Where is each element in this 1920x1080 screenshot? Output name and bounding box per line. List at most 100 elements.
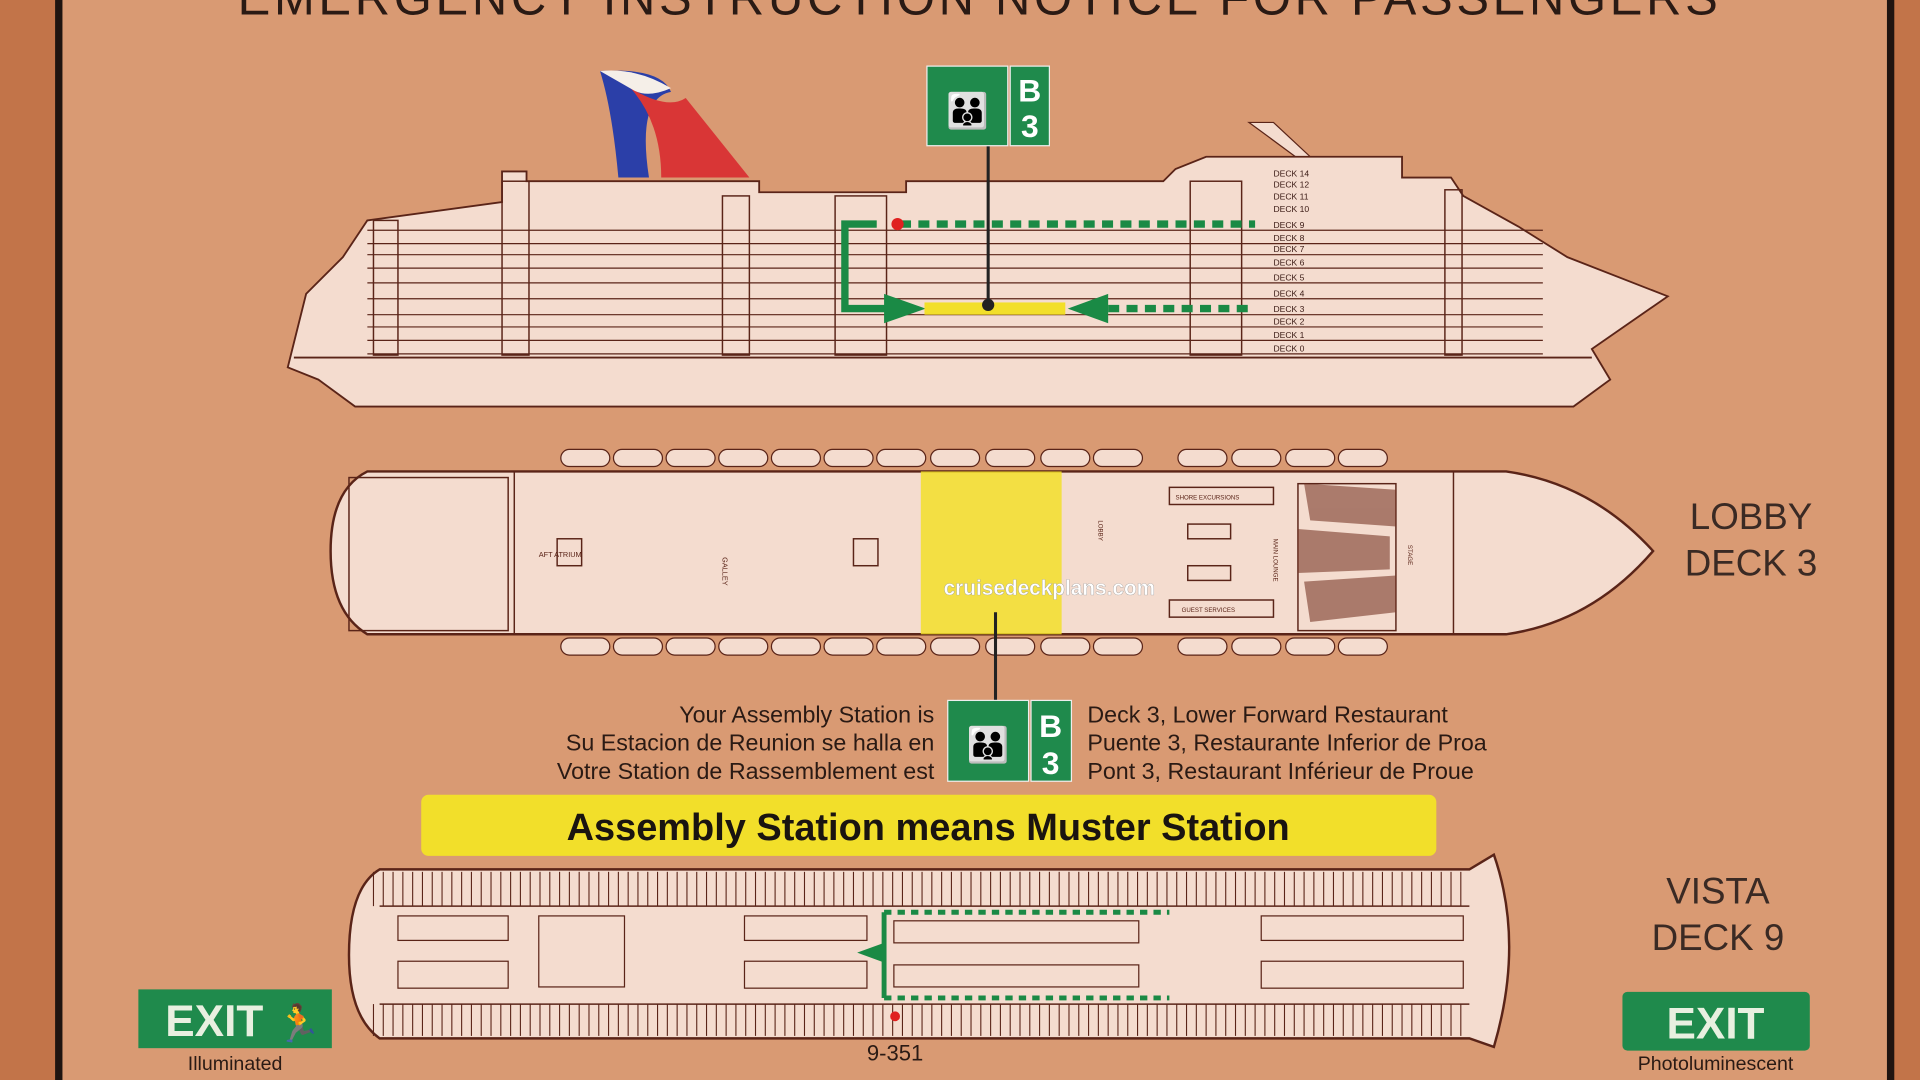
deck-label: DECK 6 [1273, 258, 1304, 268]
cabin-block [743, 915, 868, 942]
evacuation-route [841, 144, 1256, 324]
deck3-rooms [348, 471, 1455, 635]
funnel-red [630, 88, 750, 178]
cabin-block [1260, 960, 1464, 989]
station-en: Deck 3, Lower Forward Restaurant [1087, 701, 1448, 727]
deck-label: DECK 2 [1273, 316, 1304, 326]
station-fr: Pont 3, Restaurant Inférieur de Proue [1087, 758, 1473, 784]
lifeboat [770, 637, 822, 656]
label-guest-services: GUEST SERVICES [1182, 607, 1235, 614]
family-icon: 👪 [946, 90, 989, 130]
lifeboat [1231, 448, 1282, 468]
lifeboat [823, 637, 874, 656]
exit-label: EXIT [165, 997, 263, 1046]
lifeboat [665, 448, 716, 468]
deck3-number: DECK 3 [1685, 543, 1818, 584]
assembly-sign-top: 👪 B 3 [926, 65, 1050, 147]
lifeboat [930, 448, 981, 468]
lifeboat [718, 448, 769, 468]
cabin-rows [372, 871, 1470, 1036]
watermark: cruisedeckplans.com [944, 577, 1156, 600]
lifeboat [612, 448, 664, 468]
station-letter: B [1018, 73, 1041, 109]
deck9-outline [347, 852, 1511, 1049]
exit-caption: Photoluminescent [1638, 1053, 1794, 1075]
lifeboat [665, 637, 716, 656]
arrow-icon [857, 942, 885, 963]
code-box [1009, 65, 1050, 147]
lifeboats [560, 448, 1388, 656]
label-aft-atrium: AFT ATRIUM [539, 550, 582, 559]
banner-text: Assembly Station means Muster Station [567, 807, 1290, 849]
cabin-block [743, 960, 868, 989]
lifeboat [1040, 637, 1091, 656]
lifeboat [1337, 637, 1388, 656]
deck-label: DECK 12 [1273, 179, 1309, 189]
ship-hull [286, 155, 1670, 408]
station-letter: B [1039, 708, 1062, 744]
assembly-area-marker [924, 302, 1066, 315]
lifeboat [1177, 637, 1228, 656]
lifeboat [876, 448, 927, 468]
muster-icon [926, 65, 1009, 147]
lifeboat [1285, 637, 1336, 656]
lounge-seating [1297, 483, 1396, 623]
deck-label: DECK 11 [1273, 192, 1308, 202]
deck-label: DECK 7 [1273, 244, 1304, 254]
deck-label: DECK 5 [1273, 272, 1304, 282]
deck-label: DECK 10 [1273, 204, 1309, 214]
cabin-block [397, 915, 509, 942]
route-stair [841, 220, 894, 313]
assembly-fr: Votre Station de Rassemblement est [557, 758, 935, 784]
lifeboat [985, 448, 1036, 468]
exit-sign-illuminated: EXIT 🏃 Illuminated [138, 989, 332, 1075]
deck-label: DECK 8 [1273, 233, 1304, 243]
family-icon: 👪 [967, 725, 1010, 765]
station-es: Puente 3, Restaurante Inferior de Proa [1087, 730, 1486, 756]
lifeboat [1231, 637, 1282, 656]
deck3-plan: AFT ATRIUM GALLEY LOBBY SHORE EXCURSIONS… [329, 448, 1818, 701]
lifeboat [876, 637, 927, 656]
exit-sign-bg [1622, 991, 1810, 1051]
cabin-block [538, 915, 626, 988]
lifeboat [1040, 448, 1091, 468]
lifeboat [560, 448, 611, 468]
lifeboat [1177, 448, 1228, 468]
deck-label: DECK 3 [1273, 304, 1304, 314]
lifeboat [612, 637, 664, 656]
lifeboat [1337, 448, 1388, 468]
lifeboat [1092, 448, 1144, 468]
deck-label: DECK 9 [1273, 220, 1304, 230]
assembly-station-area [920, 471, 1062, 635]
running-person-icon: 🏃 [276, 1002, 322, 1044]
arrow-icon [1067, 293, 1109, 324]
lifeboat [1092, 637, 1144, 656]
lifeboat [560, 637, 611, 656]
funnel-blue [600, 70, 672, 178]
label-shore-excursions: SHORE EXCURSIONS [1176, 495, 1240, 502]
station-number: 3 [1042, 745, 1060, 781]
exit-caption: Illuminated [188, 1053, 283, 1075]
exit-label: EXIT [1667, 999, 1765, 1048]
station-number: 3 [1021, 108, 1039, 144]
lifeboat [930, 637, 981, 656]
assembly-info: Your Assembly Station is Su Estacion de … [421, 699, 1487, 856]
deck-label: DECK 1 [1273, 330, 1304, 340]
you-are-here-marker [891, 217, 904, 231]
label-stage: STAGE [1406, 545, 1413, 565]
cabin-number: 9-351 [867, 1040, 923, 1065]
assembly-es: Su Estacion de Reunion se halla en [566, 730, 934, 756]
code-box [1030, 699, 1073, 782]
lifeboat [770, 448, 822, 468]
assembly-en: Your Assembly Station is [679, 701, 934, 727]
cabin-block [397, 960, 509, 989]
cabin-block [1260, 915, 1464, 942]
exit-sign-photoluminescent: EXIT Photoluminescent [1622, 991, 1810, 1075]
notice-title: EMERGENCY INSTRUCTION NOTICE FOR PASSENG… [238, 0, 1722, 26]
label-lobby: LOBBY [1096, 520, 1103, 540]
deck3-name: LOBBY [1690, 496, 1812, 537]
deck-label: DECK 4 [1273, 288, 1304, 298]
funnel-white [600, 70, 672, 94]
